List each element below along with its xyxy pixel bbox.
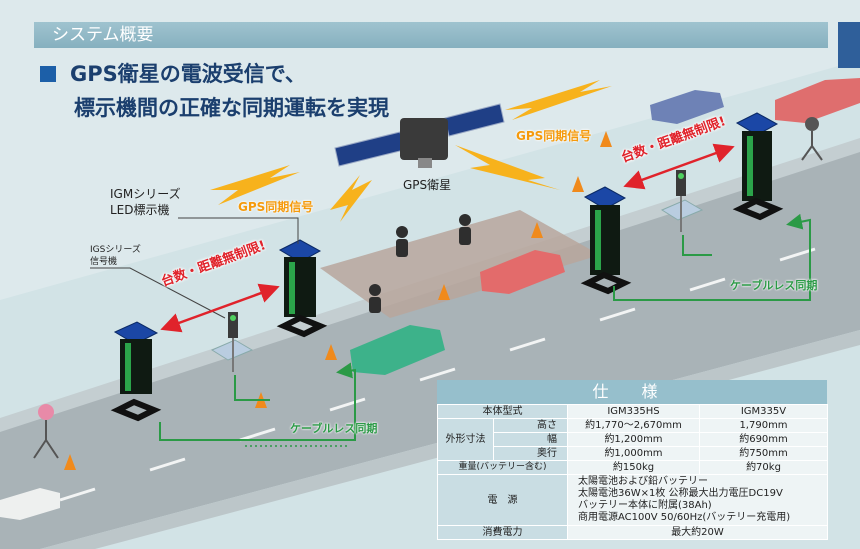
table-row: 電 源 太陽電池および鉛バッテリー 太陽電池36W×1枚 公称最大出力電圧DC1… (437, 474, 828, 526)
unlimited-arrow-left (160, 283, 280, 333)
igm-series-label: IGMシリーズ LED標示機 (110, 187, 181, 217)
warning-light-tripod-2 (801, 117, 823, 161)
igs-series-label: IGSシリーズ 信号機 (90, 245, 141, 267)
warning-light-tripod (33, 404, 59, 459)
edge-accent (838, 22, 860, 68)
table-row: 奥行 約1,000mm 約750mm (438, 446, 828, 461)
igm-led-board-4 (732, 112, 784, 221)
gps-sync-signal-label-left: GPS同期信号 (238, 200, 314, 214)
cars (0, 78, 860, 520)
cableless-arrows (159, 213, 811, 441)
worker-figures (369, 214, 471, 313)
power-details: 太陽電池および鉛バッテリー 太陽電池36W×1枚 公称最大出力電圧DC19V バ… (567, 474, 828, 526)
work-zone (320, 210, 600, 318)
table-row: 本体型式 IGM335HS IGM335V (437, 404, 828, 419)
headline-line-1: GPS衛星の電波受信で、 (40, 58, 306, 88)
igm-led-board-2 (276, 239, 328, 338)
spec-title: 仕 様 (437, 380, 827, 404)
igm-led-board-1 (110, 321, 162, 422)
section-title: システム概要 (52, 25, 154, 45)
cableless-sync-label-left: ケーブルレス同期 (290, 422, 378, 435)
table-row: 消費電力 最大約20W (437, 525, 828, 540)
gps-satellite-graphic (334, 103, 505, 168)
signal-bolts (210, 80, 612, 222)
section-title-bar: システム概要 (34, 22, 828, 48)
table-row: 幅 約1,200mm 約690mm (438, 432, 828, 447)
table-row: 外形寸法 高さ 約1,770～2,670mm 1,790mm (437, 418, 828, 461)
spec-table: 仕 様 本体型式 IGM335HS IGM335V 外形寸法 高さ 約1,770… (437, 380, 828, 540)
square-bullet-icon (40, 66, 56, 82)
gps-sync-signal-label-right: GPS同期信号 (516, 129, 592, 143)
unlimited-arrow-right (623, 143, 735, 190)
table-row: 重量(バッテリー含む) 約150kg 約70kg (437, 460, 828, 475)
headline-line-2: 標示機間の正確な同期運転を実現 (74, 96, 389, 120)
gps-satellite-label: GPS衛星 (403, 178, 452, 192)
igm-led-board-3 (580, 186, 632, 295)
cableless-sync-label-right: ケーブルレス同期 (730, 279, 818, 292)
spec-grid: 本体型式 IGM335HS IGM335V 外形寸法 高さ 約1,770～2,6… (437, 404, 828, 540)
